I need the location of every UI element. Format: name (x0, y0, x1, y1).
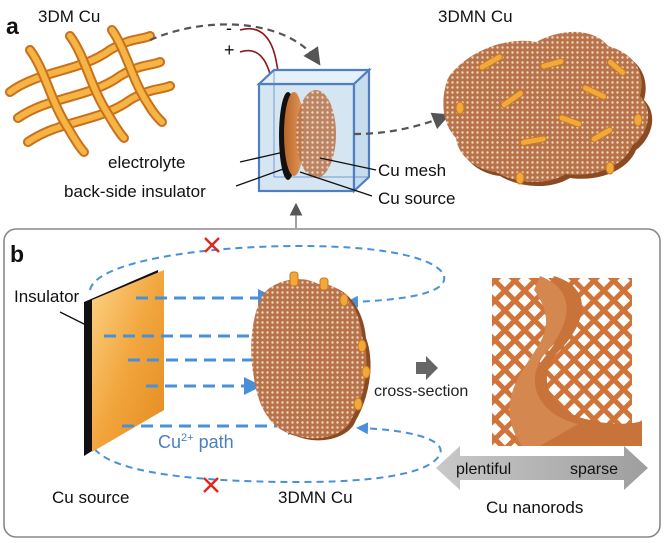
product-sheet-side (251, 271, 371, 441)
product-title: 3DMN Cu (438, 7, 513, 26)
callout-line-insulator-b (59, 311, 89, 327)
product-label: 3DMN Cu (278, 488, 353, 507)
gradient-left-label: plentiful (456, 461, 511, 478)
copper-mesh-illustration (5, 25, 175, 157)
ion-path-bottom-loop (89, 422, 442, 484)
electrolytic-cell (256, 67, 372, 194)
cross-section-illustration (492, 276, 642, 446)
mesh-to-cell-arrow (149, 23, 321, 66)
callout-line-electrolyte (239, 151, 285, 163)
polarity-plus: + (224, 40, 235, 60)
cross-section-arrow (416, 356, 438, 380)
nanorods-label: Cu nanorods (486, 498, 583, 517)
callout-mesh: Cu mesh (378, 161, 446, 180)
callout-line-source (299, 171, 373, 197)
panel-b-label: b (10, 241, 24, 267)
callout-source: Cu source (378, 189, 455, 208)
gradient-double-arrow (436, 446, 648, 490)
polarity-minus: - (226, 18, 232, 38)
ion-path-label: Cu2+ path (158, 432, 234, 452)
source-label: Cu source (52, 488, 129, 507)
callout-electrolyte: electrolyte (108, 153, 185, 172)
panel-a-label: a (6, 13, 19, 39)
cell-to-product-arrow (353, 112, 451, 136)
cross-section-label: cross-section (374, 383, 468, 400)
mesh-title: 3DM Cu (38, 7, 100, 26)
gradient-right-label: sparse (570, 461, 618, 478)
callout-insulator: back-side insulator (64, 182, 206, 201)
callout-line-mesh (319, 157, 377, 171)
callout-line-insulator (235, 167, 287, 187)
product-sheet-large (443, 31, 653, 187)
ion-path-top-loop (89, 244, 446, 308)
blocked-bottom-cross (203, 477, 219, 493)
insulator-label: Insulator (14, 287, 80, 306)
blocked-top-cross (204, 237, 220, 253)
